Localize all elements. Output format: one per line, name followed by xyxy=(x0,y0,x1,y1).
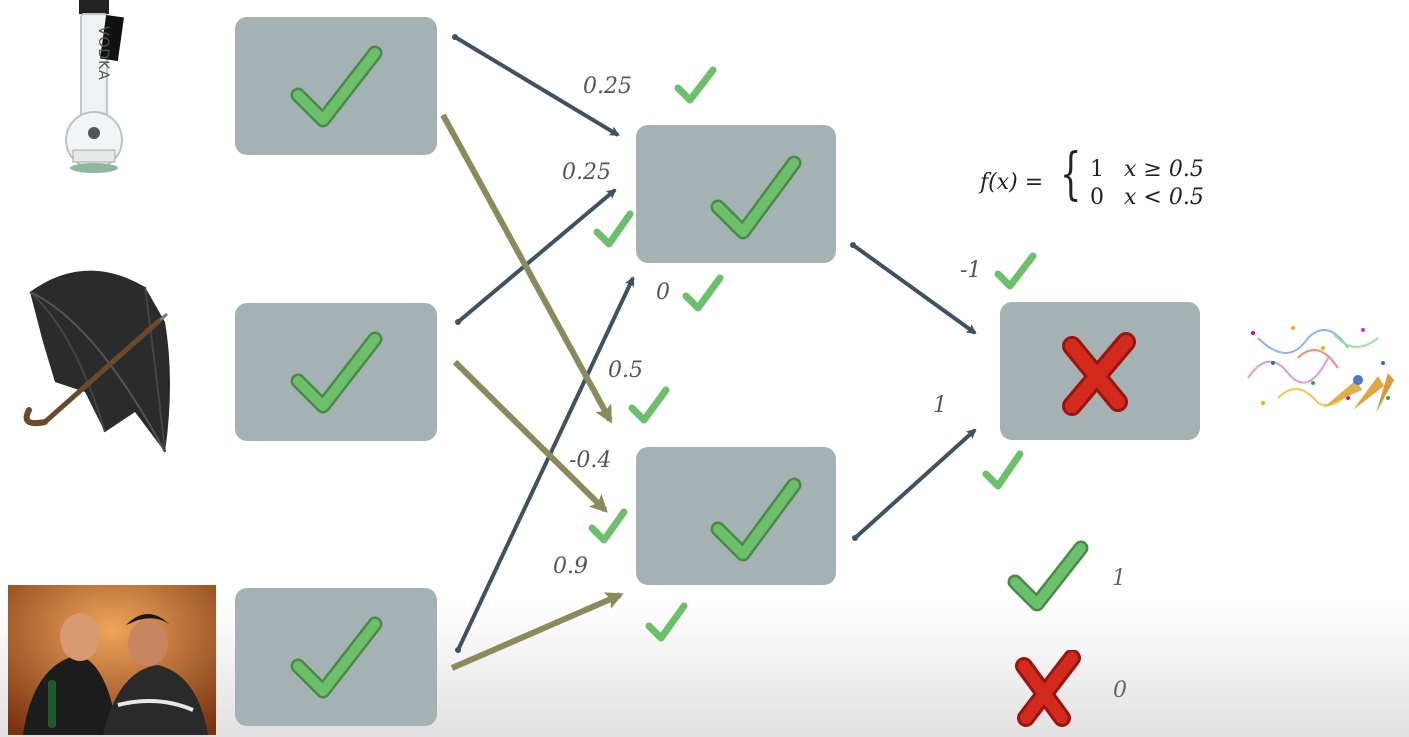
weight-label-in1-h2: 0.5 xyxy=(608,358,643,383)
legend-check-value: 1 xyxy=(1112,566,1126,591)
party-confetti-image xyxy=(1238,318,1398,418)
weight-label-in2-h2: -0.4 xyxy=(569,448,612,473)
hidden-node-1 xyxy=(636,125,836,263)
bottom-shade xyxy=(0,600,1409,737)
legend-cross-value: 0 xyxy=(1113,678,1127,703)
edge-in1-h1 xyxy=(453,35,620,137)
edge-h1-out xyxy=(851,243,977,335)
edge-in2-h1 xyxy=(456,188,617,324)
check-icon xyxy=(290,616,383,699)
vodka-label: VODKA xyxy=(95,26,111,81)
formula-row2-value: 0 xyxy=(1090,185,1104,210)
weight-label-in3-h1: 0 xyxy=(656,280,670,305)
formula-row-2: 0 x < 0.5 xyxy=(1090,185,1204,210)
output-node xyxy=(1000,302,1200,440)
check-icon xyxy=(710,155,802,240)
formula-row-1: 1 x ≥ 0.5 xyxy=(1090,157,1204,182)
check-icon xyxy=(290,331,383,414)
formula-row1-condition: x ≥ 0.5 xyxy=(1124,157,1204,182)
legend-check-icon xyxy=(1007,540,1089,612)
weight-label-in2-h1: 0.25 xyxy=(562,160,611,185)
friends-photo-image xyxy=(8,585,216,735)
legend-cross-icon xyxy=(1015,650,1081,727)
weight-label-in1-h1: 0.25 xyxy=(583,74,632,99)
weight-label-h1-out: -1 xyxy=(960,258,982,283)
formula-lhs: f(x) = xyxy=(980,170,1044,195)
umbrella-image xyxy=(23,270,170,453)
edge-h2-out xyxy=(853,428,977,540)
input-node-3 xyxy=(235,588,437,726)
weight-label-in3-h2: 0.9 xyxy=(553,554,588,579)
check-icon xyxy=(290,45,383,128)
edge-in2-h2 xyxy=(452,359,608,513)
hidden-node-2 xyxy=(636,447,836,585)
weight-label-h2-out: 1 xyxy=(933,393,947,418)
edge-in3-h1 xyxy=(456,276,635,651)
formula-row2-condition: x < 0.5 xyxy=(1124,185,1204,210)
formula-row1-value: 1 xyxy=(1090,157,1104,182)
check-icon xyxy=(710,477,802,562)
edge-in3-h2 xyxy=(450,592,624,671)
vodka-bottle-image: VODKA xyxy=(65,0,124,173)
input-node-1 xyxy=(235,17,437,155)
edge-in1-h2 xyxy=(440,113,613,424)
input-node-2 xyxy=(235,303,437,441)
cross-icon xyxy=(1062,332,1136,416)
formula-brace: { xyxy=(1060,142,1082,207)
